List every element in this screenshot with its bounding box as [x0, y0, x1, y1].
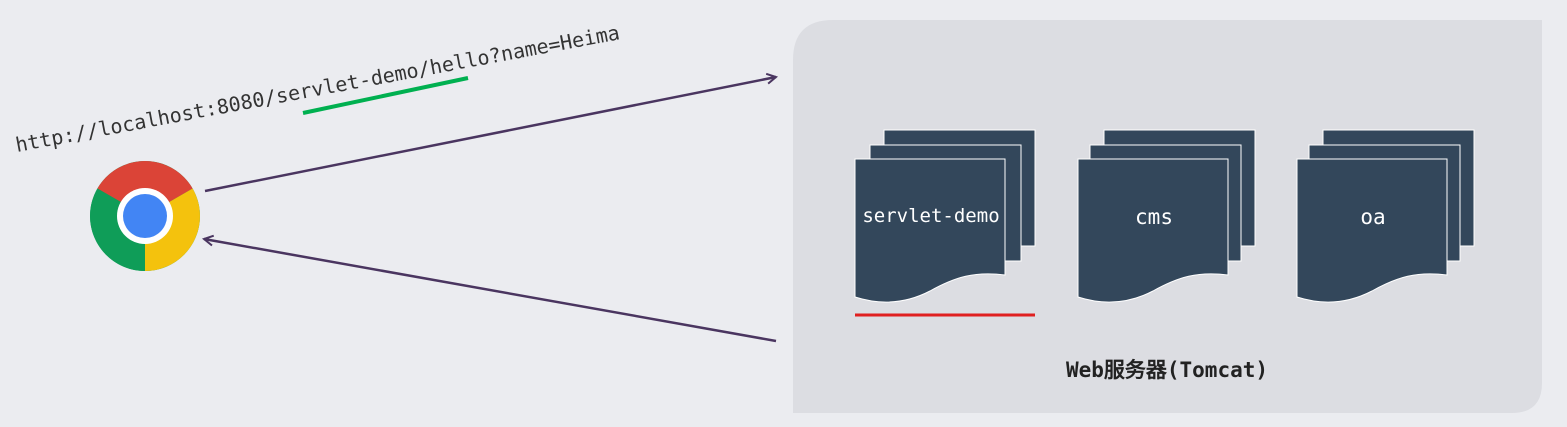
server-label: Web服务器(Tomcat)	[1066, 358, 1268, 382]
url-text: http://localhost:8080/servlet-demo/hello…	[14, 20, 622, 157]
app-stack-cms: cms	[1077, 129, 1256, 303]
request-arrow	[204, 77, 776, 193]
chrome-icon	[90, 161, 200, 271]
app-label-oa: oa	[1360, 205, 1385, 229]
app-label-servlet-demo: servlet-demo	[862, 205, 999, 227]
app-stack-servlet-demo: servlet-demo	[854, 129, 1036, 303]
url-context-underline	[302, 76, 469, 115]
app-stack-oa: oa	[1296, 129, 1475, 303]
response-arrow	[204, 239, 777, 343]
app-label-cms: cms	[1135, 205, 1173, 229]
